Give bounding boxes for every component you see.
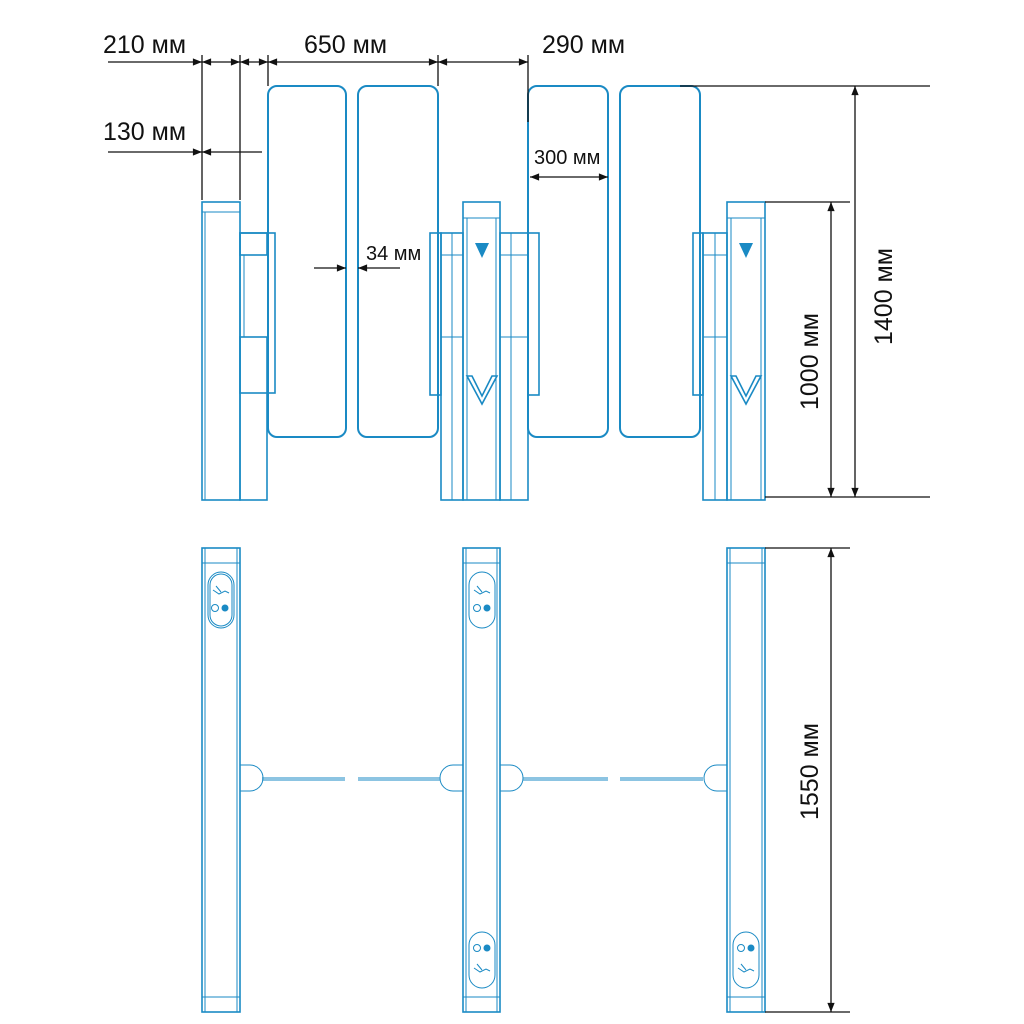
glass-panel — [527, 85, 609, 438]
dimension-label-1550: 1550 мм — [796, 723, 824, 820]
dimension-label-210: 210 мм — [103, 31, 186, 59]
pass-arrow-indicator-icon — [475, 243, 489, 258]
stop-icon — [473, 604, 481, 612]
arrow-down-icon — [483, 604, 491, 612]
glass-panel — [357, 85, 439, 438]
middle-post — [429, 201, 540, 501]
top-view — [201, 547, 766, 1013]
dimension-label-290: 290 мм — [542, 31, 625, 59]
middle-post-top — [358, 547, 608, 1013]
right-post-top — [620, 547, 766, 1013]
stop-icon — [211, 604, 219, 612]
left-post — [201, 201, 276, 501]
card-tap-icon — [737, 963, 755, 973]
dimension-label-1000: 1000 мм — [796, 313, 824, 410]
card-tap-icon — [473, 585, 491, 595]
dimension-label-34: 34 мм — [366, 243, 421, 265]
right-post — [692, 201, 766, 501]
arrow-up-icon — [747, 944, 755, 952]
card-tap-icon — [473, 963, 491, 973]
top-dimensions: 1550 мм — [765, 547, 850, 1013]
card-tap-icon — [212, 585, 230, 595]
front-dimensions: 210 мм 650 мм 290 мм 130 мм 300 мм 34 мм… — [103, 31, 930, 498]
stop-icon — [473, 944, 481, 952]
stop-icon — [737, 944, 745, 952]
front-view — [201, 85, 766, 501]
dimension-label-1400: 1400 мм — [870, 248, 898, 345]
dimension-label-130: 130 мм — [103, 118, 186, 146]
chevron-down-icon — [465, 375, 499, 406]
arrow-down-icon — [221, 604, 229, 612]
glass-panel — [619, 85, 701, 438]
dimension-label-300: 300 мм — [534, 147, 600, 169]
dimension-label-650: 650 мм — [304, 31, 387, 59]
chevron-down-icon — [729, 375, 763, 406]
glass-panel — [267, 85, 347, 438]
arrow-up-icon — [483, 944, 491, 952]
left-post-top — [201, 547, 345, 1013]
pass-arrow-indicator-icon — [739, 243, 753, 258]
